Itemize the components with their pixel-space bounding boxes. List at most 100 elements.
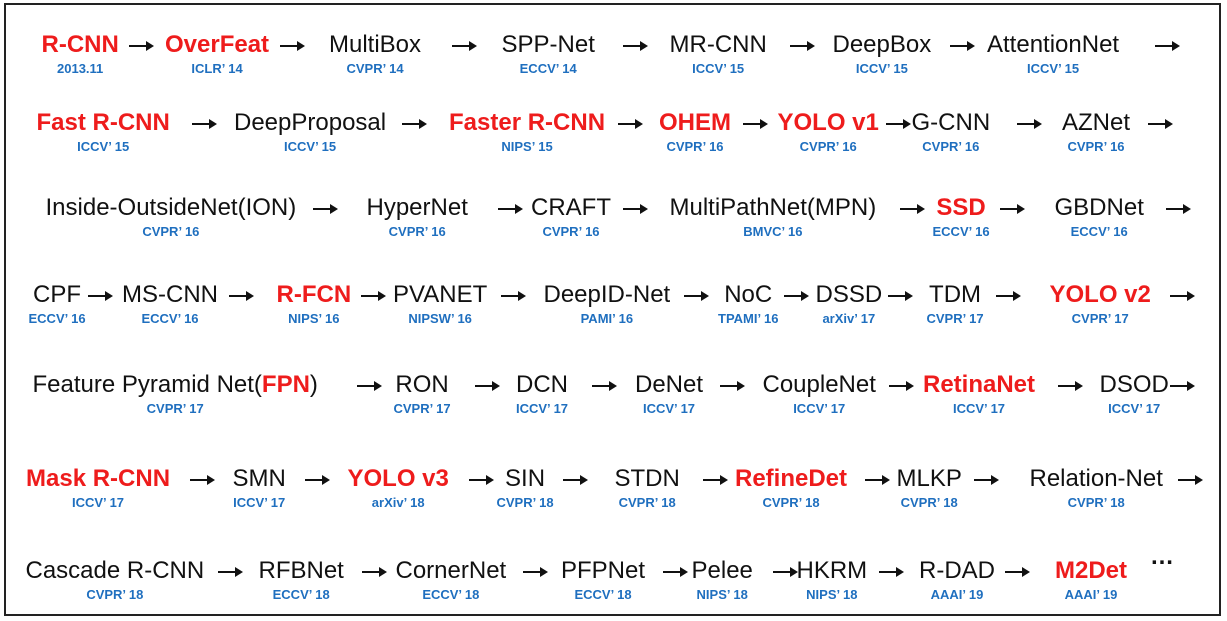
venue-label: ECCV’ 18 — [272, 587, 330, 602]
arrow-right-icon — [879, 567, 904, 577]
venue-label: NIPS’ 15 — [501, 139, 553, 154]
continuation-ellipsis: … — [1150, 543, 1174, 570]
method-name: DeepBox — [832, 31, 932, 58]
venue-label: PAMI’ 16 — [580, 311, 634, 326]
venue-label: ICCV’ 15 — [77, 139, 130, 154]
method-name: HyperNet — [366, 194, 468, 221]
method-name: MS-CNN — [122, 281, 218, 308]
method-name: G-CNN — [911, 109, 991, 136]
venue-label: CVPR’ 17 — [1071, 311, 1129, 326]
arrow-right-icon — [1170, 291, 1195, 301]
arrow-right-icon — [280, 41, 305, 51]
venue-label: arXiv’ 18 — [371, 495, 425, 510]
method-name: YOLO v1 — [777, 109, 879, 136]
venue-label: ICCV’ 17 — [1108, 401, 1161, 416]
venue-label: ECCV’ 18 — [422, 587, 480, 602]
venue-label: TPAMI’ 16 — [718, 311, 779, 326]
arrow-right-icon — [1000, 204, 1025, 214]
venue-label: arXiv’ 17 — [822, 311, 876, 326]
venue-label: NIPS’ 18 — [806, 587, 858, 602]
method-name: RefineDet — [735, 465, 848, 492]
arrow-right-icon — [900, 204, 925, 214]
venue-label: CVPR’ 16 — [388, 224, 446, 239]
venue-label: ICCV’ 17 — [516, 401, 569, 416]
method-node: NoC TPAMI’ 16 — [718, 280, 778, 327]
method-name: SMN — [232, 465, 286, 492]
venue-label: CVPR’ 18 — [900, 495, 958, 510]
method-name: PFPNet — [561, 557, 646, 584]
arrow-right-icon — [362, 567, 387, 577]
arrow-right-icon — [357, 381, 382, 391]
method-name: AttentionNet — [987, 31, 1120, 58]
arrow-right-icon — [889, 381, 914, 391]
arrow-right-icon — [563, 475, 588, 485]
method-name: R-CNN — [41, 31, 119, 58]
method-name: CPF — [33, 281, 82, 308]
method-name-prefix: Feature Pyramid Net( — [32, 371, 262, 398]
method-name: MultiPathNet(MPN) — [669, 194, 877, 221]
method-name: Fast R-CNN — [36, 109, 170, 136]
arrow-right-icon — [663, 567, 688, 577]
arrow-right-icon — [192, 119, 217, 129]
arrow-right-icon — [974, 475, 999, 485]
arrow-right-icon — [498, 204, 523, 214]
arrow-right-icon — [623, 204, 648, 214]
venue-label: CVPR’ 16 — [1067, 139, 1125, 154]
venue-label: CVPR’ 17 — [393, 401, 451, 416]
venue-label: CVPR’ 17 — [146, 401, 204, 416]
venue-label: ECCV’ 14 — [519, 61, 577, 76]
arrow-right-icon — [361, 291, 386, 301]
arrow-right-icon — [743, 119, 768, 129]
venue-label: NIPSW’ 16 — [408, 311, 472, 326]
timeline-frame — [4, 3, 1221, 616]
method-name: NoC — [724, 281, 773, 308]
arrow-right-icon — [886, 119, 911, 129]
venue-label: NIPS’ 18 — [696, 587, 748, 602]
venue-label: ICLR’ 14 — [191, 61, 243, 76]
method-name: DSOD — [1099, 371, 1169, 398]
arrow-right-icon — [229, 291, 254, 301]
arrow-right-icon — [218, 567, 243, 577]
arrow-right-icon — [888, 291, 913, 301]
method-name: HKRM — [796, 557, 868, 584]
method-name: Feature Pyramid Net(FPN) — [33, 370, 318, 400]
venue-label: ECCV’ 18 — [574, 587, 632, 602]
method-name: MR-CNN — [669, 31, 767, 58]
arrow-right-icon — [684, 291, 709, 301]
method-name: SSD — [936, 194, 986, 221]
method-name: DCN — [516, 371, 569, 398]
arrow-right-icon — [790, 41, 815, 51]
arrow-right-icon — [996, 291, 1021, 301]
method-name: DeepProposal — [234, 109, 387, 136]
venue-label: ICCV’ 15 — [1027, 61, 1080, 76]
method-name: R-DAD — [919, 557, 995, 584]
arrow-right-icon — [773, 567, 798, 577]
venue-label: CVPR’ 18 — [86, 587, 144, 602]
method-name: PVANET — [393, 281, 488, 308]
arrow-right-icon — [1178, 475, 1203, 485]
method-node: MultiPathNet(MPN)BMVC’ 16 — [670, 193, 877, 240]
arrow-right-icon — [618, 119, 643, 129]
method-name: M2Det — [1055, 557, 1128, 584]
arrow-right-icon — [784, 291, 809, 301]
venue-label: ICCV’ 17 — [793, 401, 846, 416]
